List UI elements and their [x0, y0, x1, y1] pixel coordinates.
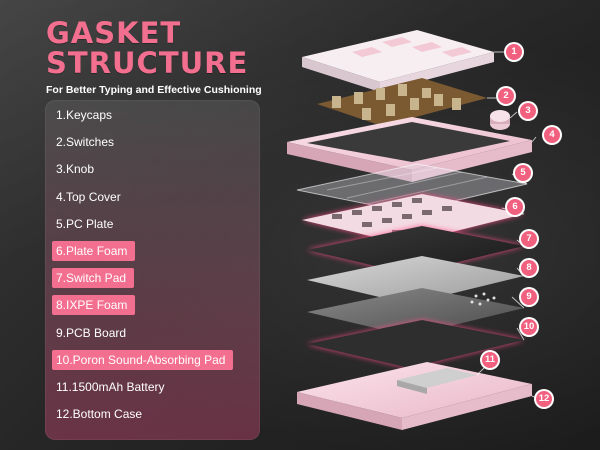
battery [397, 368, 477, 394]
callout-6: 6 [507, 199, 523, 215]
subtitle: For Better Typing and Effective Cushioni… [46, 84, 262, 96]
ixpe-foam-layer [307, 256, 524, 304]
callout-7: 7 [521, 231, 537, 247]
part-item-pcb-board: 9.PCB Board [56, 325, 127, 340]
bottom-case-layer [297, 362, 532, 430]
keycaps-layer [302, 30, 494, 92]
part-item-switch-pad: 7.Switch Pad [52, 268, 135, 289]
part-item-switches: 2.Switches [56, 135, 115, 150]
part-item-top-cover: 4.Top Cover [56, 189, 121, 204]
part-item-bottom-case: 12.Bottom Case [56, 407, 143, 422]
pcb-board-layer [307, 288, 524, 336]
switches-layer [317, 78, 487, 126]
part-item-keycaps: 1.Keycaps [56, 108, 113, 122]
part-item-battery: 11.1500mAh Battery [56, 379, 165, 394]
callout-4: 4 [544, 127, 560, 143]
part-item-poron-pad: 10.Poron Sound-Absorbing Pad [52, 349, 234, 370]
switch-pad-layer [307, 226, 524, 274]
title-line-2: STRUCTURE [46, 46, 249, 80]
part-item-pc-plate: 5.PC Plate [56, 216, 114, 231]
part-item-plate-foam: 6.Plate Foam [52, 240, 136, 261]
callout-3: 3 [520, 103, 536, 119]
callout-2: 2 [498, 88, 514, 104]
callout-9: 9 [521, 289, 537, 305]
callout-5: 5 [515, 165, 531, 181]
callout-11: 11 [482, 352, 498, 368]
poron-pad-layer [307, 320, 524, 368]
parts-list: 1.Keycaps 2.Switches 3.Knob 4.Top Cover … [52, 105, 252, 431]
title-line-1: GASKET [46, 16, 182, 50]
callout-10: 10 [521, 319, 537, 335]
knob [490, 110, 510, 130]
part-item-ixpe-foam: 8.IXPE Foam [52, 295, 136, 316]
callout-1: 1 [506, 44, 522, 60]
callout-8: 8 [521, 260, 537, 276]
part-item-knob: 3.Knob [56, 162, 95, 177]
exploded-keyboard-illustration [287, 30, 538, 430]
callout-12: 12 [536, 391, 552, 407]
page-title: GASKET STRUCTURE [46, 18, 248, 78]
